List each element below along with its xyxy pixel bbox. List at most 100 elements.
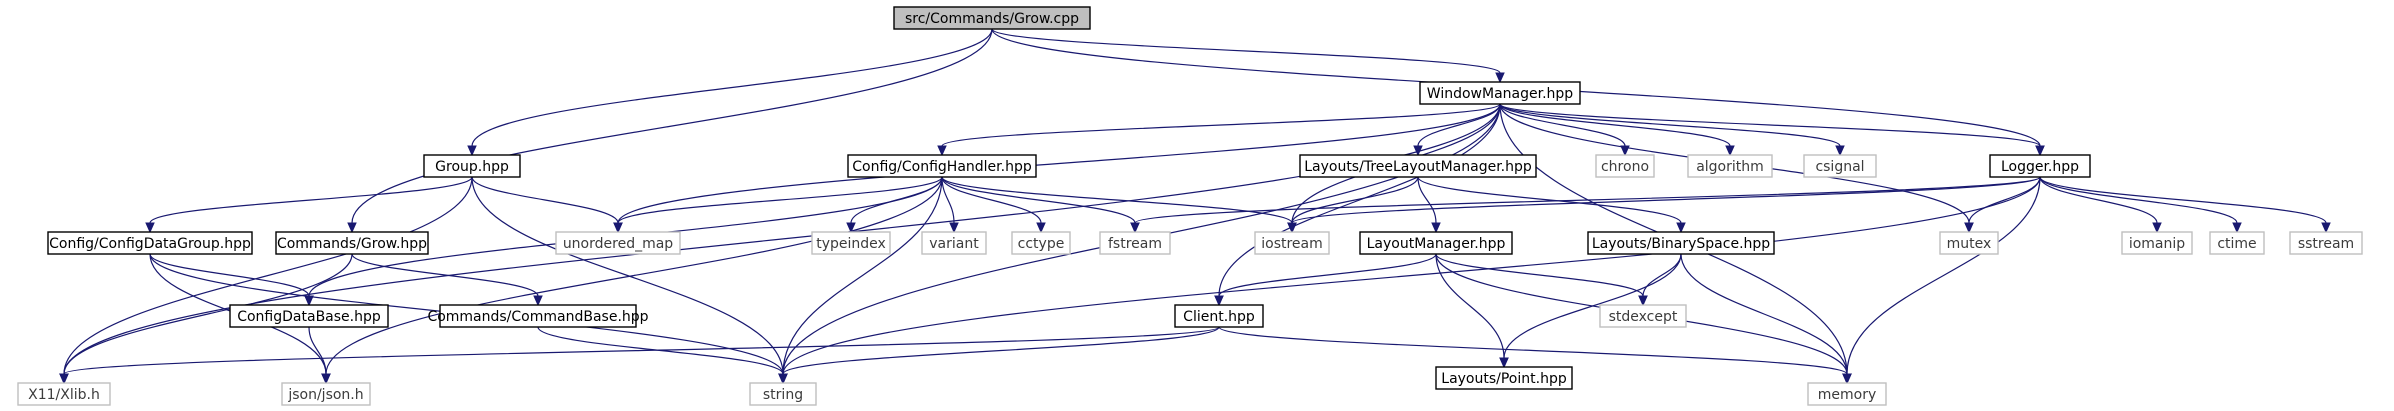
node-memory: memory — [1807, 382, 1887, 406]
node-unordered-map: unordered_map — [555, 231, 681, 255]
edge-logger-to-iomanip — [2039, 176, 2162, 234]
node-json-json: json/json.h — [281, 382, 371, 406]
node-label: typeindex — [816, 236, 886, 252]
edge-logger-to-fstream — [1130, 176, 2041, 234]
node-chrono: chrono — [1595, 154, 1655, 178]
edge-tree_layout-to-layout_manager — [1417, 176, 1441, 234]
node-logger[interactable]: Logger.hpp — [1989, 154, 2091, 178]
node-window-manager[interactable]: WindowManager.hpp — [1419, 81, 1581, 105]
node-label: stdexcept — [1609, 309, 1678, 325]
node-label: Layouts/BinarySpace.hpp — [1592, 236, 1770, 252]
node-label: string — [763, 387, 803, 403]
node-label: mutex — [1947, 236, 1992, 252]
node-label: memory — [1818, 387, 1877, 403]
edge-layout_manager-to-layouts_point — [1435, 253, 1509, 369]
edge-window_manager-to-config_handler — [937, 103, 1501, 157]
node-binary-space[interactable]: Layouts/BinarySpace.hpp — [1587, 231, 1775, 255]
node-label: iomanip — [2129, 236, 2185, 252]
edge-config_handler-to-unordered_map — [613, 176, 943, 234]
node-label: WindowManager.hpp — [1427, 86, 1573, 102]
node-iomanip: iomanip — [2121, 231, 2193, 255]
edge-client-to-memory — [1218, 326, 1852, 385]
node-string: string — [749, 382, 817, 406]
node-label: Commands/CommandBase.hpp — [427, 309, 648, 325]
node-typeindex: typeindex — [811, 231, 891, 255]
node-iostream: iostream — [1254, 231, 1330, 255]
node-sstream: sstream — [2289, 231, 2363, 255]
edge-window_manager-to-logger — [1499, 103, 2045, 157]
node-label: src/Commands/Grow.cpp — [905, 11, 1079, 27]
node-label: csignal — [1815, 159, 1864, 175]
node-algorithm: algorithm — [1687, 154, 1773, 178]
node-client[interactable]: Client.hpp — [1174, 304, 1264, 328]
edge-client-to-x11_xlib — [59, 326, 1220, 385]
edge-group-to-config_data_group — [145, 176, 473, 234]
node-label: Layouts/TreeLayoutManager.hpp — [1304, 159, 1532, 175]
node-label: Group.hpp — [435, 159, 509, 175]
edge-logger-to-iostream — [1287, 176, 2041, 234]
node-ctime: ctime — [2209, 231, 2265, 255]
edge-config_handler-to-cctype — [941, 176, 1046, 234]
edge-window_manager-to-csignal — [1499, 103, 1845, 157]
node-layouts-point[interactable]: Layouts/Point.hpp — [1435, 366, 1573, 390]
edge-grow_cpp-to-window_manager — [991, 28, 1505, 84]
node-group[interactable]: Group.hpp — [423, 154, 521, 178]
edge-group-to-unordered_map — [471, 176, 623, 234]
edge-client-to-string — [778, 326, 1220, 385]
edge-logger-to-memory — [1842, 176, 2041, 385]
node-label: fstream — [1108, 236, 1162, 252]
node-grow-cpp[interactable]: src/Commands/Grow.cpp — [893, 6, 1091, 30]
node-config-handler[interactable]: Config/ConfigHandler.hpp — [847, 154, 1037, 178]
nodes-layer: src/Commands/Grow.cppWindowManager.hppGr… — [17, 6, 2363, 406]
edge-layout_manager-to-stdexcept — [1435, 253, 1648, 307]
edge-window_manager-to-tree_layout — [1413, 103, 1501, 157]
edges-layer — [59, 28, 2331, 385]
edge-config_handler-to-variant — [941, 176, 959, 234]
edge-group-to-string — [471, 176, 788, 385]
node-config-data-group[interactable]: Config/ConfigDataGroup.hpp — [47, 231, 253, 255]
node-label: sstream — [2298, 236, 2354, 252]
edge-commands_grow-to-command_base — [351, 253, 543, 307]
node-x11-xlib: X11/Xlib.h — [17, 382, 111, 406]
edge-binary_space-to-memory — [1680, 253, 1852, 385]
node-label: Layouts/Point.hpp — [1441, 371, 1567, 387]
edge-window_manager-to-client — [1214, 103, 1501, 307]
node-label: algorithm — [1696, 159, 1764, 175]
edge-window_manager-to-algorithm — [1499, 103, 1735, 157]
node-label: cctype — [1018, 236, 1065, 252]
node-layout-manager[interactable]: LayoutManager.hpp — [1359, 231, 1513, 255]
node-config-data-base[interactable]: ConfigDataBase.hpp — [229, 304, 389, 328]
edge-logger-to-mutex — [1964, 176, 2041, 234]
node-stdexcept: stdexcept — [1599, 304, 1687, 328]
edge-window_manager-to-chrono — [1499, 103, 1630, 157]
edge-logger-to-sstream — [2039, 176, 2331, 234]
node-label: X11/Xlib.h — [28, 387, 100, 403]
node-tree-layout[interactable]: Layouts/TreeLayoutManager.hpp — [1299, 154, 1537, 178]
node-label: Client.hpp — [1183, 309, 1255, 325]
node-fstream: fstream — [1099, 231, 1171, 255]
node-label: ConfigDataBase.hpp — [237, 309, 381, 325]
node-label: Config/ConfigHandler.hpp — [852, 159, 1032, 175]
edge-tree_layout-to-binary_space — [1417, 176, 1686, 234]
node-commands-grow[interactable]: Commands/Grow.hpp — [275, 231, 429, 255]
node-label: LayoutManager.hpp — [1367, 236, 1506, 252]
node-mutex: mutex — [1939, 231, 1999, 255]
node-csignal: csignal — [1803, 154, 1877, 178]
edge-command_base-to-string — [537, 326, 788, 385]
node-label: ctime — [2217, 236, 2256, 252]
edge-grow_cpp-to-commands_grow — [347, 28, 993, 234]
node-command-base[interactable]: Commands/CommandBase.hpp — [427, 304, 649, 328]
edge-config_data_base-to-json_json — [308, 326, 331, 385]
edge-layout_manager-to-client — [1214, 253, 1437, 307]
node-label: Commands/Grow.hpp — [277, 236, 427, 252]
node-label: Config/ConfigDataGroup.hpp — [49, 236, 251, 252]
node-label: json/json.h — [287, 387, 363, 403]
edge-binary_space-to-stdexcept — [1638, 253, 1682, 307]
node-cctype: cctype — [1011, 231, 1071, 255]
edge-logger-to-ctime — [2039, 176, 2242, 234]
edge-binary_space-to-layouts_point — [1499, 253, 1682, 369]
node-label: unordered_map — [563, 236, 673, 252]
node-variant: variant — [921, 231, 987, 255]
